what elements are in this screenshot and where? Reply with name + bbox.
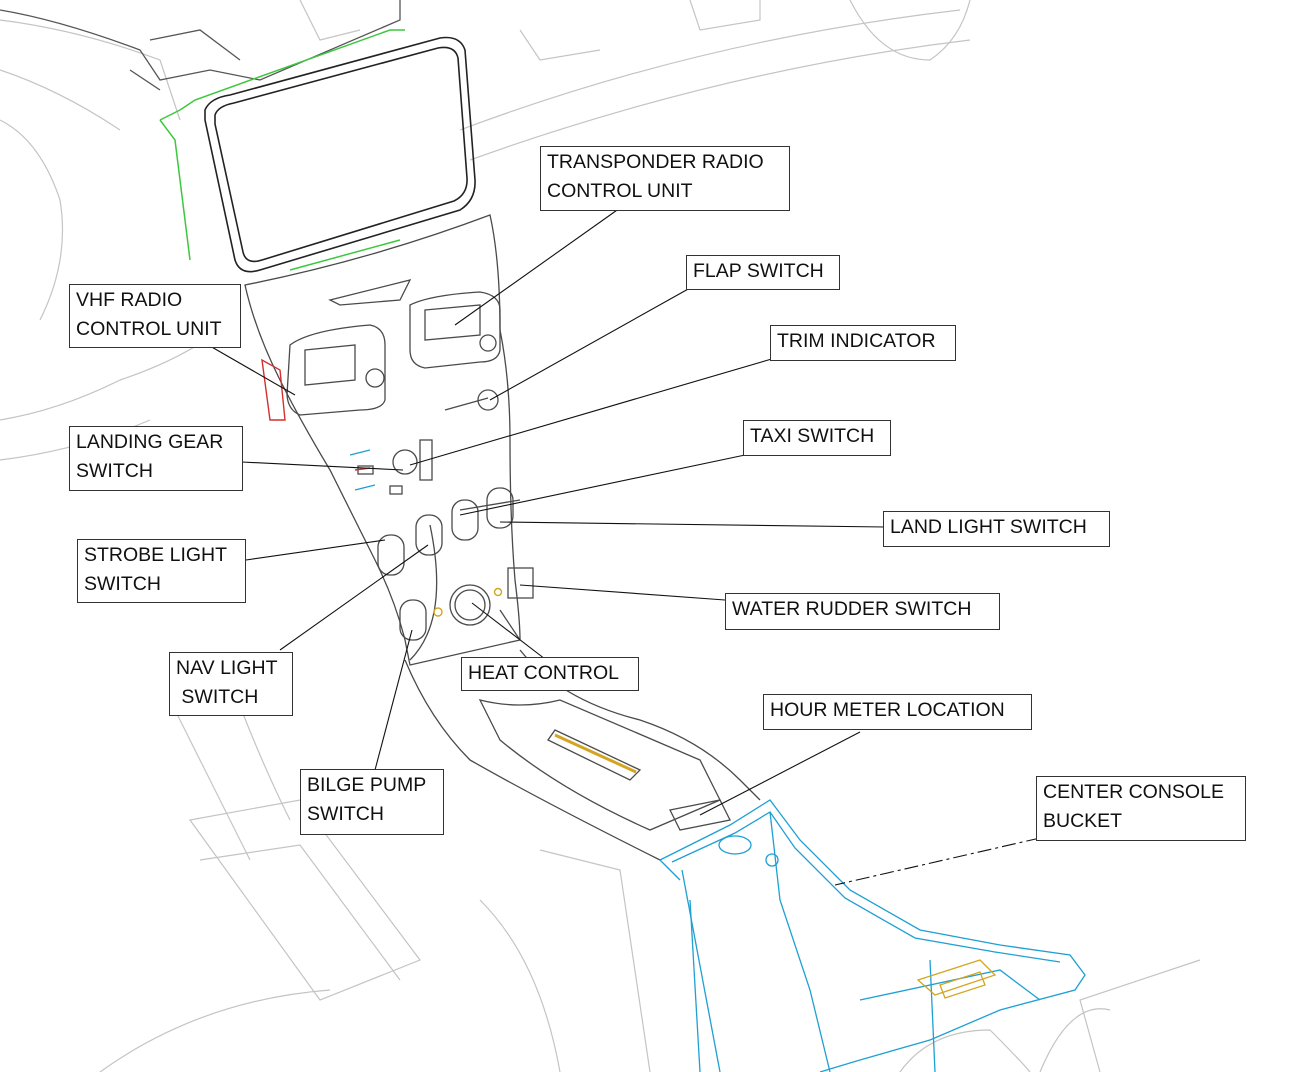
callout-vhf: VHF RADIO CONTROL UNIT	[69, 284, 241, 348]
callout-bilge-pump: BILGE PUMP SWITCH	[300, 769, 444, 835]
top-bracket	[0, 0, 401, 91]
callout-landing-gear: LANDING GEAR SWITCH	[69, 426, 243, 491]
leader-heat	[471, 602, 546, 660]
leader-landing-gear	[241, 461, 404, 471]
callout-flap-switch: FLAP SWITCH	[686, 255, 840, 290]
callout-trim-indicator: TRIM INDICATOR	[770, 325, 956, 361]
leader-trim	[409, 357, 776, 466]
leader-strobe	[245, 539, 386, 561]
leader-bucket	[834, 837, 1041, 886]
leader-lines	[209, 207, 1041, 886]
callout-land-light: LAND LIGHT SWITCH	[883, 511, 1110, 547]
leader-taxi	[459, 454, 746, 516]
leader-land-light	[499, 521, 886, 528]
console-panel	[244, 214, 761, 861]
callout-strobe-light: STROBE LIGHT SWITCH	[77, 539, 246, 603]
callout-water-rudder: WATER RUDDER SWITCH	[725, 593, 1000, 630]
background-structure	[0, 0, 1201, 1072]
callout-taxi-switch: TAXI SWITCH	[743, 420, 891, 456]
callout-hour-meter: HOUR METER LOCATION	[763, 694, 1032, 730]
leader-water-rudder	[519, 584, 726, 601]
callout-nav-light: NAV LIGHT SWITCH	[169, 652, 293, 716]
callout-console-bucket: CENTER CONSOLE BUCKET	[1036, 776, 1246, 841]
callout-heat-control: HEAT CONTROL	[461, 657, 639, 691]
leader-vhf	[209, 345, 296, 396]
leader-bilge	[374, 629, 413, 771]
leader-hour-meter	[699, 731, 861, 816]
display-bezel	[159, 29, 405, 271]
bucket-latch	[916, 959, 997, 999]
center-console-bucket	[659, 799, 1086, 1072]
leader-nav	[279, 544, 429, 651]
leader-flap	[489, 287, 691, 401]
leader-transponder	[454, 207, 621, 326]
display-screen	[204, 36, 476, 273]
accent-parts	[261, 358, 637, 774]
callout-transponder: TRANSPONDER RADIO CONTROL UNIT	[540, 146, 790, 211]
